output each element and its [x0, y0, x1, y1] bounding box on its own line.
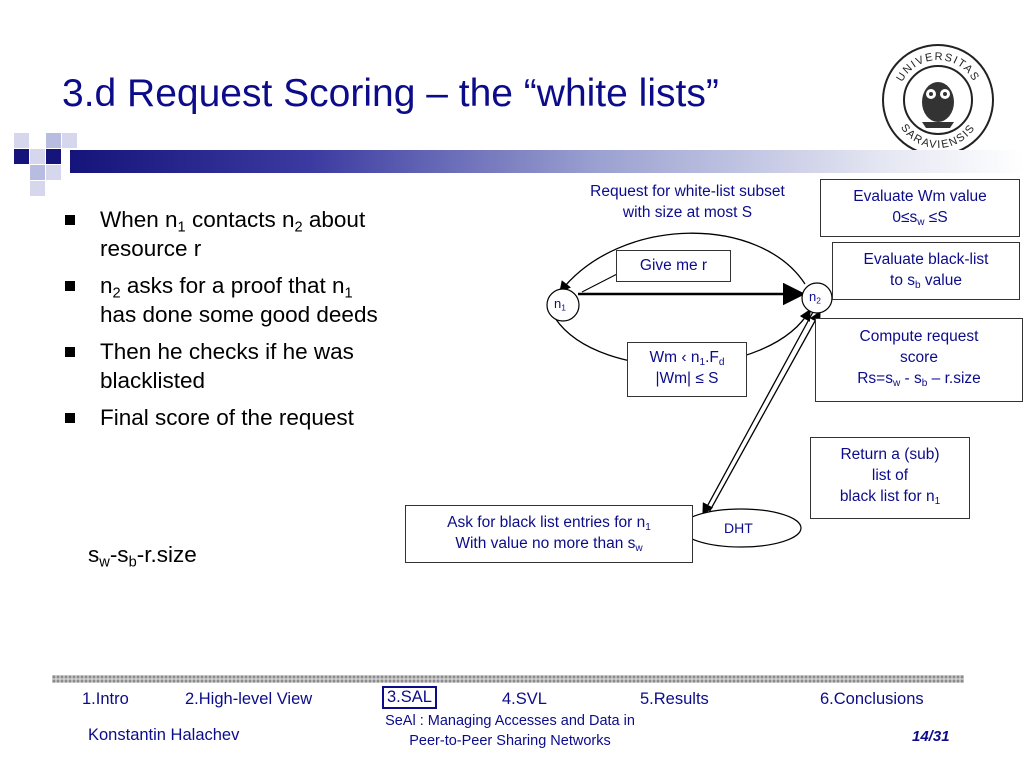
dht-label: DHT — [724, 520, 753, 536]
bullet-item: Then he checks if he was blacklisted — [62, 337, 382, 395]
request-whitelist-label: Request for white-list subset with size … — [590, 183, 785, 221]
nav-item-intro[interactable]: 1.Intro — [82, 690, 129, 708]
wm-subset-box: Wm ‹ n1.Fd |Wm| ≤ S — [627, 342, 747, 397]
bullet-square-icon — [65, 281, 75, 291]
university-seal-logo: UNIVERSITAS SARAVIENSIS — [882, 44, 994, 156]
bullet-list: When n1 contacts n2 about resource r n2 … — [62, 205, 382, 440]
score-formula: sw-sb-r.size — [88, 542, 197, 571]
return-blacklist-box: Return a (sub) list of black list for n1 — [810, 437, 970, 519]
evaluate-wm-box: Evaluate Wm value 0≤sw ≤S — [820, 179, 1020, 237]
node-n1-label: n1 — [554, 296, 566, 313]
footer-author: Konstantin Halachev — [88, 726, 240, 744]
owl-crest-icon — [922, 82, 954, 128]
nav-item-sal[interactable]: 3.SAL — [382, 686, 437, 709]
nav-item-conclusions[interactable]: 6.Conclusions — [820, 690, 924, 708]
bullet-square-icon — [65, 215, 75, 225]
footer-divider — [52, 675, 964, 683]
bullet-item: n2 asks for a proof that n1 has done som… — [62, 271, 382, 329]
title-decoration-bar — [70, 150, 1024, 173]
slide-title: 3.d Request Scoring – the “white lists” — [62, 72, 719, 115]
nav-item-svl[interactable]: 4.SVL — [502, 690, 547, 708]
evaluate-blacklist-box: Evaluate black-list to sb value — [832, 242, 1020, 300]
bullet-item: Final score of the request — [62, 403, 382, 432]
ask-blacklist-box: Ask for black list entries for n1 With v… — [405, 505, 693, 563]
page-number: 14/31 — [912, 728, 950, 745]
nav-item-results[interactable]: 5.Results — [640, 690, 709, 708]
bullet-item: When n1 contacts n2 about resource r — [62, 205, 382, 263]
compute-score-box: Compute request score Rs=sw - sb – r.siz… — [815, 318, 1023, 402]
node-n2-label: n2 — [809, 289, 821, 306]
bullet-square-icon — [65, 413, 75, 423]
give-me-r-box: Give me r — [616, 250, 731, 282]
bullet-square-icon — [65, 347, 75, 357]
footer-talk-title: SeAl : Managing Accesses and Data in Pee… — [385, 713, 635, 749]
nav-item-high-level-view[interactable]: 2.High-level View — [185, 690, 313, 708]
